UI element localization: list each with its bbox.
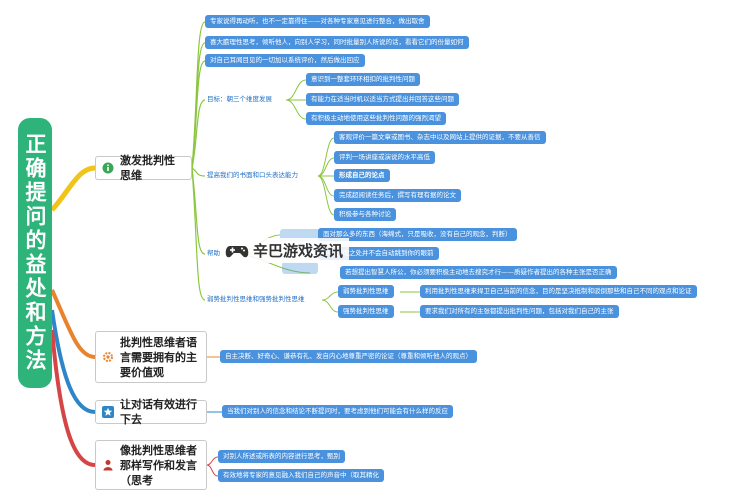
green-circle-info-icon [102,162,114,174]
subtopic-node[interactable]: 形成自己的论点 [334,169,390,182]
subtopic-node[interactable]: 有积极主动地使用这些批判性问题的强烈渴望 [306,112,446,125]
topic-node[interactable]: 目标：朝三个维度发展 [207,95,272,103]
topic-node[interactable]: 专家说得再动听，也不一定靠得住——对各种专家意见进行整合，做出取舍 [205,15,430,28]
root-topic-label: 正确提问的益处和方法 [23,133,47,373]
subtopic-node[interactable]: 有能力在适当时机以适当方式提出并回答这些问题 [306,93,459,106]
subtopic-node[interactable]: 客观评价一篇文章或图书、杂志中以及网站上提供的证据，不要从善信 [334,131,546,144]
subtopic-node[interactable]: 评判一场讲座或演说的水平高低 [334,151,435,164]
subtopic-node[interactable]: 积极参与各种讨论 [334,208,396,221]
branch-label: 批判性思维者语言需要拥有的主要价值观 [120,335,197,379]
watermark-text: 辛巴游戏资讯 [253,242,344,260]
subtopic-node[interactable]: 若想提出智慧人所公，你必须要积极主动地去搜究才行——质疑作者提出的各种主张是否正… [340,266,617,279]
faded-node [282,262,318,274]
detail-node[interactable]: 利用批判性思维来捍卫自己当前的信念，目的是坚决抵制和驳倒那些和自己不同的观点和论… [420,285,697,298]
topic-node[interactable]: 对自己耳闻目见的一切加以系统评价，然后做出回应 [205,54,365,67]
branch-label: 激发批判性思维 [120,154,175,182]
gamepad-icon [225,243,249,259]
topic-node[interactable]: 自主决断、好奇心、谦恭有礼、发自内心地尊重严密的论证（尊重和倾听他人的观点） [220,350,477,363]
branch-inspire-critical-thinking[interactable]: 激发批判性思维 [95,154,192,182]
topic-node[interactable]: 弱势批判性思维和强势批判性思维 [207,295,305,303]
subtopic-node[interactable]: 完成超阅读任务后，撰写有理有据的论文 [334,189,461,202]
subtopic-node[interactable]: 弱势批判性思维 [338,285,394,298]
subtopic-node[interactable]: 面对那么多的东西（海绵式，只是吸收，没有自己的观念，判断） [318,228,517,241]
red-person-icon [102,459,114,471]
blue-star-icon [102,406,114,418]
topic-node[interactable]: 当我们对别人的信念和结论不断提问时，要考虑到他们可能会有什么样的反应 [222,405,453,418]
topic-node[interactable]: 帮助 [207,249,220,257]
branch-write-and-speak[interactable]: 像批判性思维者那样写作和发言（思考 [95,440,207,490]
branch-keep-dialogue-effective[interactable]: 让对话有效进行下去 [95,398,207,426]
branch-label: 像批判性思维者那样写作和发言（思考 [120,443,197,487]
topic-node[interactable]: 喜大膽理性思考，倾听他人，向别人学习，同时批量别人所说的话，看看它们的份量如何 [205,36,469,49]
orange-gear-icon [102,351,114,363]
topic-node[interactable]: 提高我们的书面和口头表达能力 [207,171,298,179]
detail-node[interactable]: 要求我们对所有的主张都提出批判性问题，包括对我们自己的主张 [420,305,619,318]
root-topic[interactable]: 正确提问的益处和方法 [18,118,52,388]
topic-node[interactable]: 有效地将专家的意见融入我们自己的声音中（取其精化 [218,469,384,482]
branch-label: 让对话有效进行下去 [120,398,197,426]
topic-node[interactable]: 对别人所述或所表的内容进行思考，甄别 [218,450,345,463]
branch-core-values[interactable]: 批判性思维者语言需要拥有的主要价值观 [95,331,207,383]
watermark: 辛巴游戏资讯 [223,238,350,263]
subtopic-node[interactable]: 意识到一整套环环相扣的批判性问题 [306,73,420,86]
subtopic-node[interactable]: 强势批判性思维 [338,305,394,318]
